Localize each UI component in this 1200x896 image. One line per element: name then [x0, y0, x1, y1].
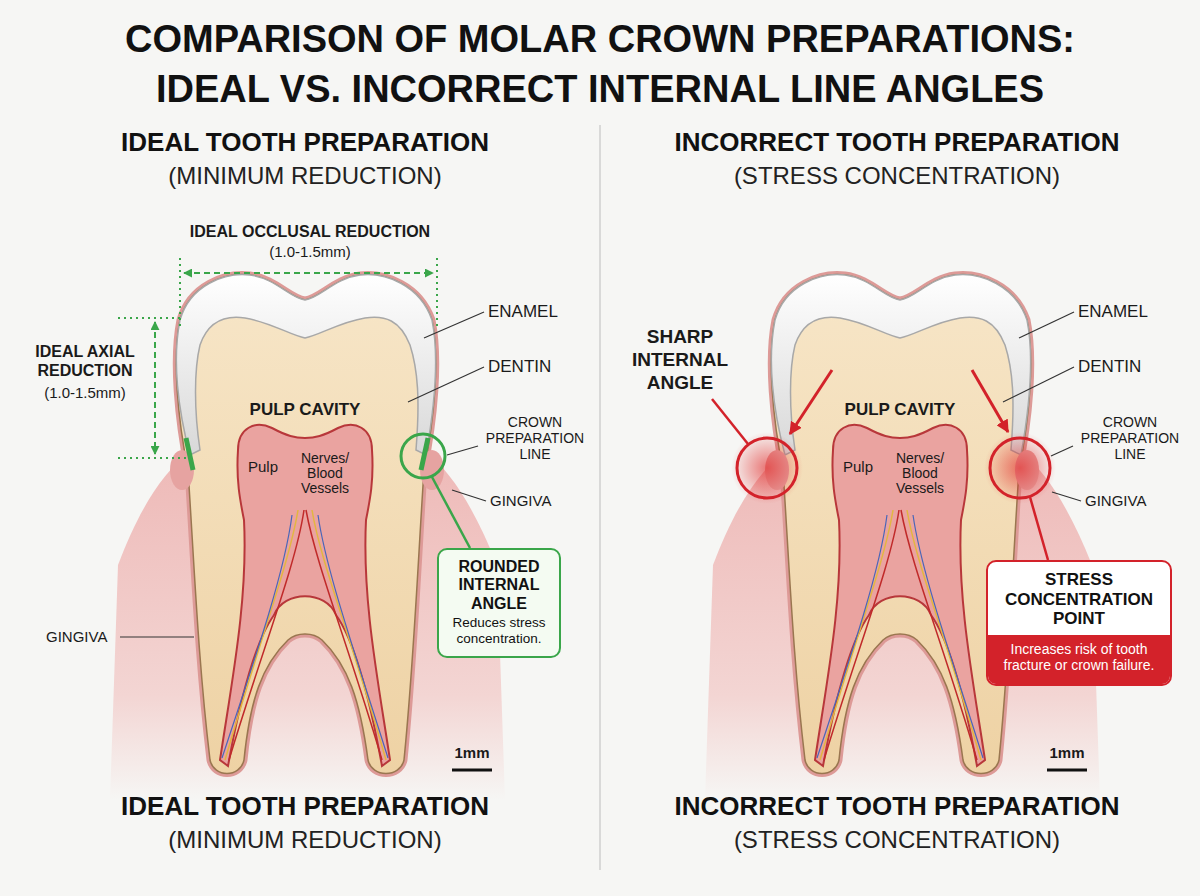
extension-line: [436, 258, 438, 330]
part-label: ENAMEL: [488, 302, 588, 322]
leader-line: [1003, 367, 1074, 402]
box-body: Reduces stress concentration.: [445, 615, 553, 647]
panel-heading: IDEAL TOOTH PREPARATION: [105, 128, 505, 158]
diagram-title: COMPARISON OF MOLAR CROWN PREPARATIONS: …: [105, 14, 1095, 114]
extension-line: [118, 457, 192, 459]
panel-subheading: (STRESS CONCENTRATION): [647, 826, 1147, 854]
panel-divider: [599, 125, 601, 870]
part-label: ENAMEL: [1078, 302, 1178, 322]
prep-shoulder: [421, 438, 428, 470]
highlight-circle: [401, 434, 445, 478]
dimension-label: IDEAL AXIAL REDUCTION: [26, 342, 144, 380]
panel-subheading: (STRESS CONCENTRATION): [647, 162, 1147, 190]
box-heading: ROUNDED INTERNAL ANGLE: [445, 558, 553, 613]
stress-glow: [984, 432, 1056, 504]
leader-line: [452, 490, 486, 501]
part-label: GINGIVA: [490, 492, 580, 509]
leader-line: [424, 312, 484, 338]
highlight-circle: [737, 438, 797, 498]
panel-heading: IDEAL TOOTH PREPARATION: [105, 792, 505, 822]
part-label: Nerves/ Blood Vessels: [294, 451, 356, 496]
dimension-line: [184, 272, 433, 274]
part-label: Pulp: [248, 458, 288, 475]
ideal-tooth: [110, 275, 505, 800]
box-body: Increases risk of tooth fracture or crow…: [988, 635, 1170, 685]
part-label: DENTIN: [1078, 357, 1178, 377]
panel-subheading: (MINIMUM REDUCTION): [105, 162, 505, 190]
callout-label: SHARP INTERNAL ANGLE: [620, 325, 740, 394]
box-heading: STRESS CONCENTRATION POINT: [988, 562, 1170, 635]
incorrect-tooth: [705, 275, 1100, 800]
part-label: CROWN PREPARATION LINE: [481, 414, 589, 462]
dimension-value: (1.0-1.5mm): [185, 243, 435, 260]
part-label: PULP CAVITY: [240, 400, 370, 420]
extension-line: [118, 317, 184, 319]
extension-line: [179, 258, 181, 330]
leader-line: [1019, 312, 1074, 338]
scale-label: 1mm: [1042, 744, 1092, 761]
callout-line: [712, 399, 748, 444]
callout-box: ROUNDED INTERNAL ANGLEReduces stress con…: [437, 548, 561, 658]
stress-arrow: [972, 370, 1008, 432]
part-label: DENTIN: [488, 357, 588, 377]
part-label: Pulp: [843, 458, 883, 475]
scale-label: 1mm: [447, 744, 497, 761]
part-label: PULP CAVITY: [835, 400, 965, 420]
part-label: GINGIVA: [46, 628, 120, 645]
warning-box: STRESS CONCENTRATION POINTIncreases risk…: [986, 560, 1172, 686]
panel-heading: INCORRECT TOOTH PREPARATION: [647, 128, 1147, 158]
leader-line: [447, 446, 478, 455]
leader-line: [1052, 492, 1081, 501]
callout-line: [432, 477, 470, 548]
highlight-circle: [990, 438, 1050, 498]
scale-bar: [452, 769, 492, 772]
leader-line: [408, 367, 484, 402]
stress-glow: [731, 432, 803, 504]
leader-line: [1051, 446, 1073, 456]
dimension-value: (1.0-1.5mm): [26, 384, 144, 401]
panel-subheading: (MINIMUM REDUCTION): [105, 826, 505, 854]
stress-arrow: [790, 370, 832, 434]
callout-line: [1030, 497, 1048, 560]
part-label: CROWN PREPARATION LINE: [1076, 414, 1184, 462]
part-label: Nerves/ Blood Vessels: [889, 451, 951, 496]
leader-line: [120, 636, 194, 637]
prep-shoulder: [186, 438, 193, 470]
dimension-line: [154, 322, 156, 454]
part-label: GINGIVA: [1085, 492, 1175, 509]
panel-heading: INCORRECT TOOTH PREPARATION: [647, 792, 1147, 822]
dimension-label: IDEAL OCCLUSAL REDUCTION: [185, 222, 435, 241]
scale-bar: [1047, 769, 1087, 772]
